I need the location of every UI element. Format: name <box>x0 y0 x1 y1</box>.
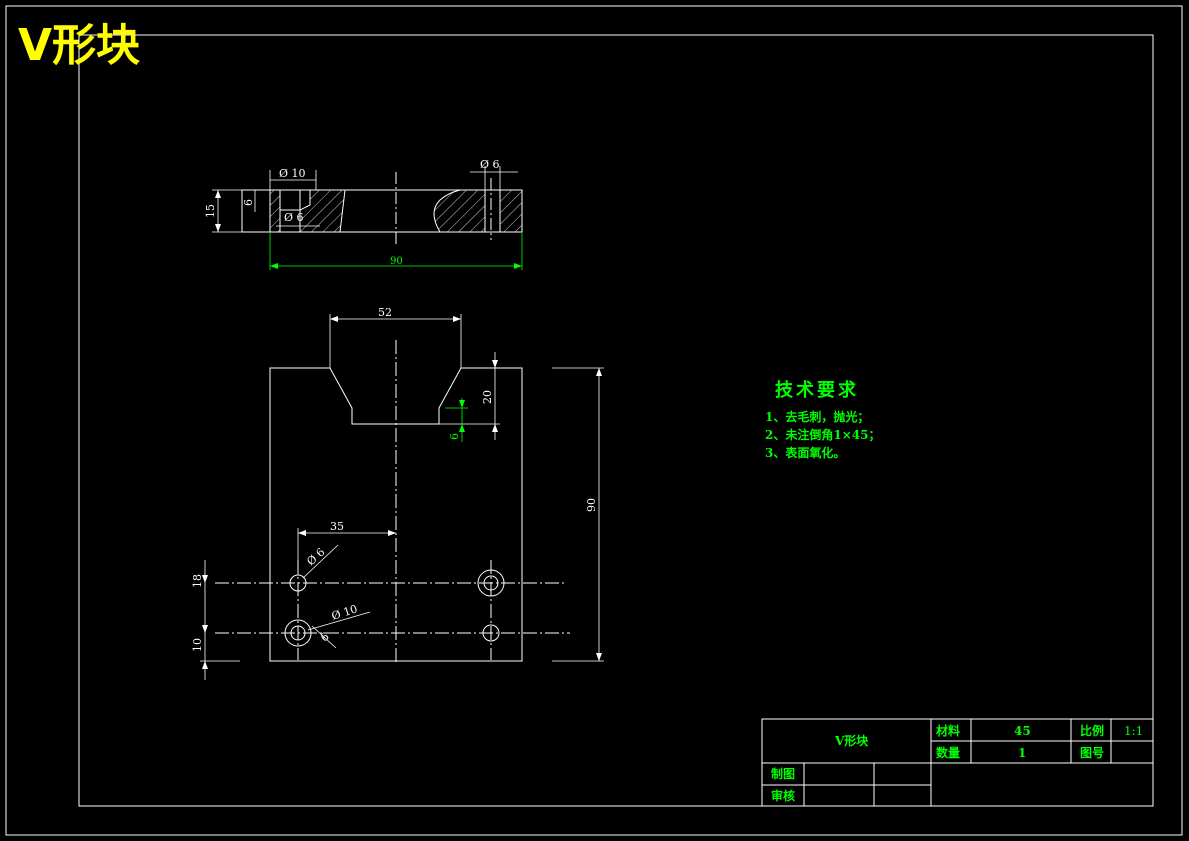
dim-dia6-right: Ø 6 <box>480 158 500 171</box>
hole-left-lower <box>290 625 306 641</box>
front-flat-dimension: 6 <box>445 398 468 442</box>
top-view <box>241 172 523 246</box>
arrow <box>453 316 461 322</box>
dim-6-left: 6 <box>242 199 255 206</box>
material-value: 45 <box>1014 724 1031 738</box>
section-hatch-right-edge <box>499 189 523 233</box>
dim-thickness: 15 <box>204 204 217 218</box>
drawing-title: V形块 <box>18 20 140 71</box>
arrow <box>202 661 208 669</box>
drawing-no-label: 图号 <box>1080 745 1104 760</box>
leader-line <box>307 611 371 631</box>
front-view <box>215 340 570 665</box>
dim-dia10-top: Ø 10 <box>279 167 306 180</box>
tech-requirements: 技术要求 1、去毛刺，抛光； 2、未注倒角1×45； 3、表面氧化。 <box>765 379 880 460</box>
scale-value: 1:1 <box>1124 724 1143 738</box>
outer-frame <box>5 5 1183 836</box>
top-view-dimensions: Ø 10 6 Ø 6 Ø 6 15 <box>204 158 518 233</box>
arrow <box>459 400 465 408</box>
arrow <box>492 424 498 432</box>
leader-line <box>302 544 339 579</box>
scale-label: 比例 <box>1080 723 1104 738</box>
arrow <box>388 530 396 536</box>
arrow <box>330 316 338 322</box>
arrow <box>215 190 221 198</box>
qty-label: 数量 <box>936 745 960 760</box>
arrow <box>492 360 498 368</box>
tech-item-2: 2、未注倒角1×45； <box>765 427 880 442</box>
dim-h18: 18 <box>191 574 204 588</box>
dim-height-90: 90 <box>585 498 598 512</box>
arrow <box>215 224 221 232</box>
inner-frame <box>78 34 1154 807</box>
counterbore-left-lower <box>284 619 312 647</box>
dim-h10: 10 <box>191 638 204 652</box>
arrow <box>459 424 465 432</box>
part-name: V形块 <box>834 733 869 748</box>
dim-v-depth-20: 20 <box>481 390 494 404</box>
front-view-outline <box>269 367 523 662</box>
arrow <box>514 263 522 269</box>
qty-value: 1 <box>1018 746 1026 760</box>
drawn-label: 制图 <box>771 766 795 781</box>
dim-flat-6: 6 <box>448 433 461 440</box>
arrow <box>270 263 278 269</box>
arrow <box>202 575 208 583</box>
title-block <box>761 718 1154 807</box>
leader-line <box>311 625 337 649</box>
dim-dia6-inner: Ø 6 <box>284 211 304 224</box>
hole-right-lower <box>482 624 500 642</box>
top-view-length-dimension: 90 <box>269 232 523 270</box>
arrow <box>596 653 602 661</box>
section-hatch-right <box>433 189 486 233</box>
dim-length-90: 90 <box>390 256 403 267</box>
title-block-text: V形块 材料 45 比例 1:1 数量 1 图号 制图 审核 <box>771 723 1143 803</box>
arrow <box>202 625 208 633</box>
dim-v-width-52: 52 <box>378 306 392 319</box>
counterbore-right-upper <box>477 569 505 597</box>
arrow <box>596 368 602 376</box>
checked-label: 审核 <box>771 788 795 803</box>
dim-dia6-front: Ø 6 <box>304 546 327 569</box>
material-label: 材料 <box>935 723 960 738</box>
tech-item-3: 3、表面氧化。 <box>765 445 845 460</box>
tech-item-1: 1、去毛刺，抛光； <box>765 409 869 424</box>
front-view-dimensions: 52 20 90 35 Ø 6 Ø 10 6 18 <box>191 306 604 680</box>
tech-heading: 技术要求 <box>775 379 859 401</box>
dim-offset-35: 35 <box>330 520 344 533</box>
arrow <box>298 530 306 536</box>
hole-right-upper <box>483 575 499 591</box>
